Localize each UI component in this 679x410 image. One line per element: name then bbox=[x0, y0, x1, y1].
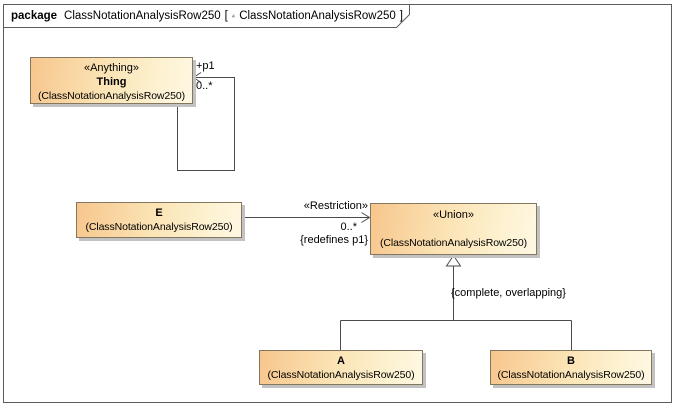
class-thing[interactable]: «Anything» Thing (ClassNotationAnalysisR… bbox=[30, 57, 193, 104]
class-diagram-icon bbox=[231, 14, 236, 17]
self-association-role-label[interactable]: +p1 bbox=[196, 60, 215, 72]
bracket-close: ] bbox=[399, 9, 403, 22]
class-package-name: (ClassNotationAnalysisRow250) bbox=[267, 369, 415, 381]
class-stereotype: «Anything» bbox=[83, 62, 140, 74]
class-union[interactable]: «Union» (ClassNotationAnalysisRow250) bbox=[370, 203, 537, 255]
frame-package-name: ClassNotationAnalysisRow250 bbox=[64, 9, 221, 22]
self-association-connector[interactable] bbox=[177, 72, 235, 171]
class-name: B bbox=[567, 355, 575, 367]
frame-header-tab-shape bbox=[3, 4, 410, 28]
bracket-open: [ bbox=[224, 9, 228, 22]
frame-kind-label: package bbox=[11, 9, 58, 22]
class-name: E bbox=[155, 207, 163, 219]
class-name: Thing bbox=[96, 76, 127, 88]
generalization-connector[interactable] bbox=[340, 254, 572, 351]
restriction-association-connector[interactable] bbox=[242, 212, 371, 223]
class-package-name: (ClassNotationAnalysisRow250) bbox=[379, 237, 528, 249]
class-a[interactable]: A (ClassNotationAnalysisRow250) bbox=[259, 350, 423, 385]
class-b[interactable]: B (ClassNotationAnalysisRow250) bbox=[490, 350, 652, 385]
generalization-constraint-label[interactable]: {complete, overlapping} bbox=[451, 287, 566, 299]
open-arrowhead-icon bbox=[192, 72, 202, 83]
class-e[interactable]: E (ClassNotationAnalysisRow250) bbox=[76, 202, 242, 238]
class-stereotype: «Union» bbox=[433, 209, 474, 221]
class-package-name: (ClassNotationAnalysisRow250) bbox=[37, 90, 186, 102]
class-package-name: (ClassNotationAnalysisRow250) bbox=[497, 369, 645, 381]
open-arrowhead-icon bbox=[361, 212, 371, 223]
hollow-triangle-arrowhead-icon bbox=[445, 254, 462, 267]
class-name: A bbox=[337, 355, 345, 367]
class-package-name: (ClassNotationAnalysisRow250) bbox=[85, 221, 233, 233]
restriction-stereotype-label[interactable]: «Restriction» bbox=[303, 200, 368, 212]
self-association-multiplicity-label[interactable]: 0..* bbox=[196, 80, 213, 92]
redefines-constraint-label[interactable]: {redefines p1} bbox=[300, 234, 368, 246]
frame-diagram-name: ClassNotationAnalysisRow250 bbox=[239, 9, 396, 22]
frame-header[interactable]: package ClassNotationAnalysisRow250 [ Cl… bbox=[3, 4, 407, 27]
restriction-multiplicity-label[interactable]: 0..* bbox=[340, 221, 357, 233]
